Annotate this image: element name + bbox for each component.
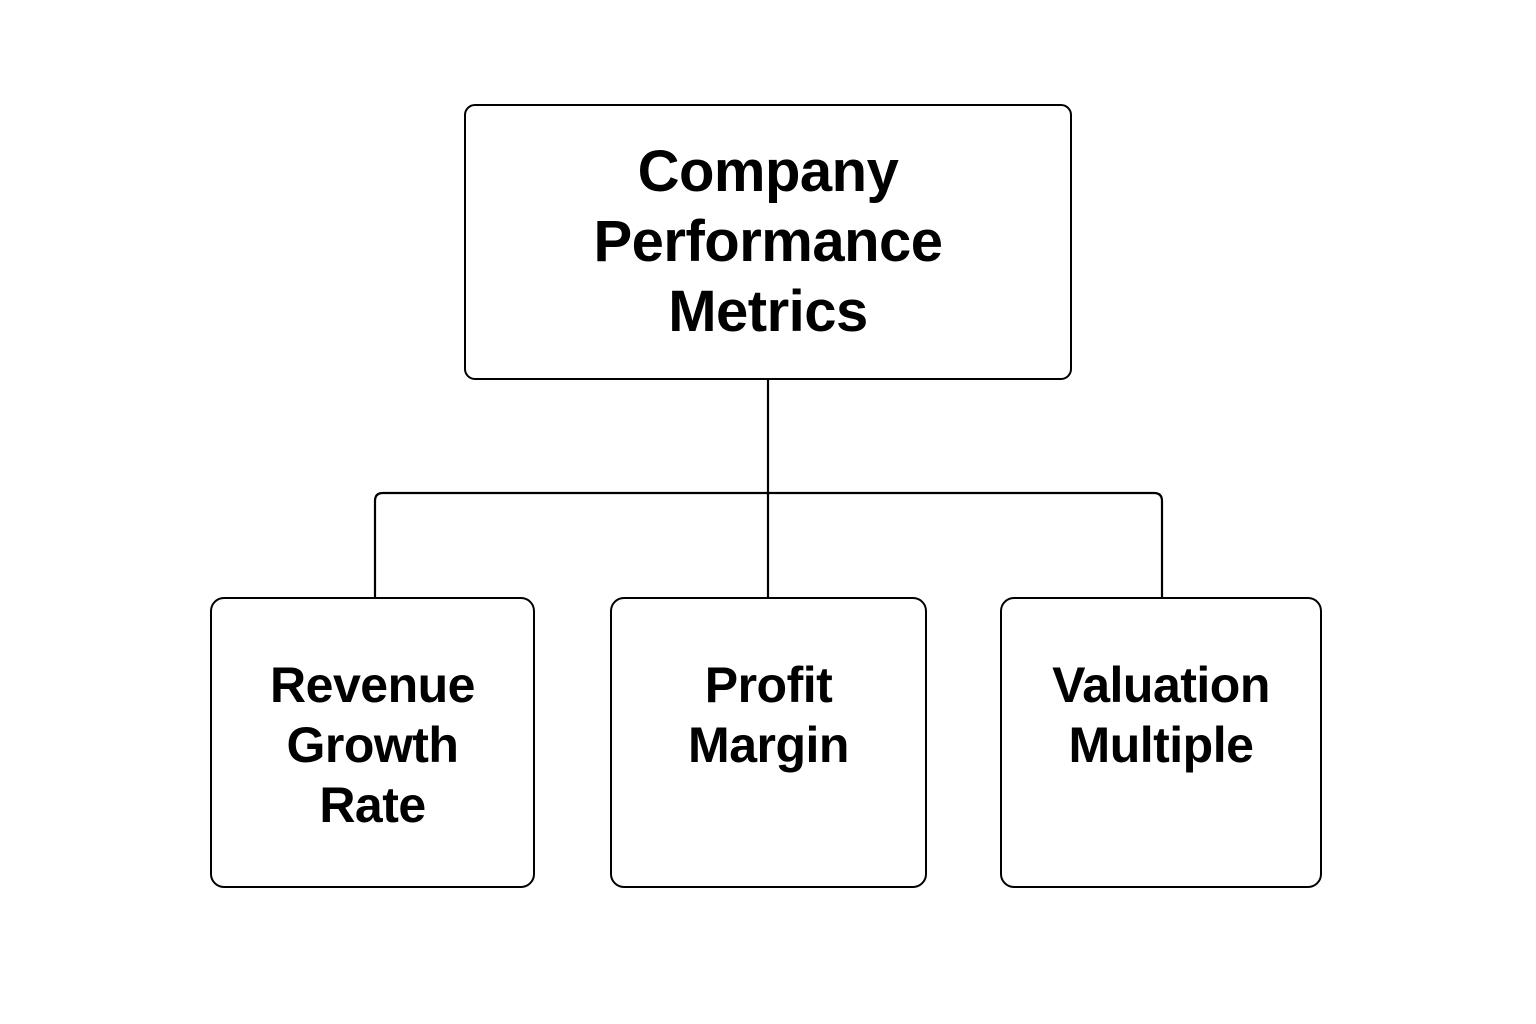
node-revenue-growth-rate-label: Revenue Growth Rate [270,657,475,833]
connector-elbow-right [373,491,768,597]
node-profit-margin[interactable]: Profit Margin [610,597,927,888]
node-profit-margin-label: Profit Margin [688,657,849,773]
connector-elbow-left [768,491,1164,597]
node-root[interactable]: Company Performance Metrics [464,104,1072,380]
node-valuation-multiple-label: Valuation Multiple [1052,657,1270,773]
node-valuation-multiple[interactable]: Valuation Multiple [1000,597,1322,888]
node-root-label: Company Performance Metrics [593,139,943,344]
node-revenue-growth-rate[interactable]: Revenue Growth Rate [210,597,535,888]
